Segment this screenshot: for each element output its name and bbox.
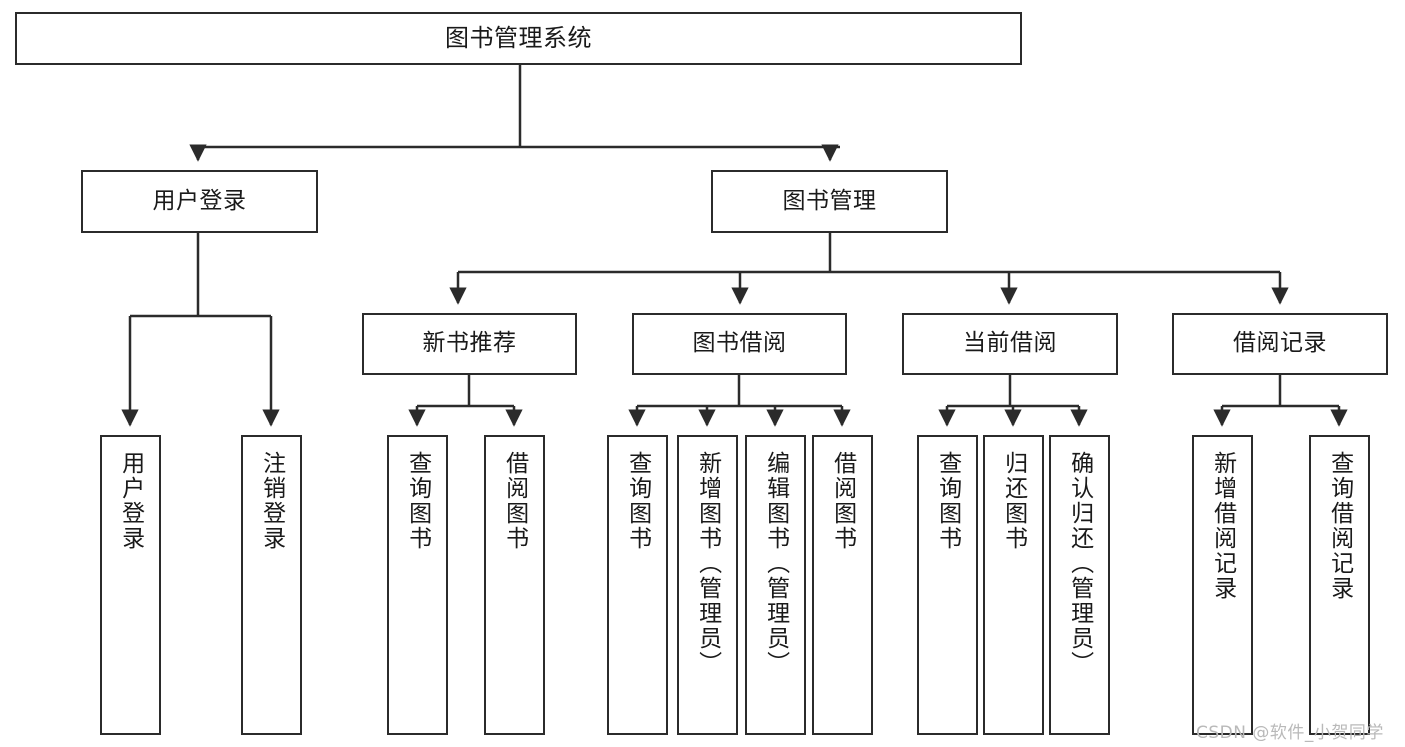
- node-label: 用户登录: [152, 187, 247, 214]
- leaf-borrow-query-books[interactable]: 查询图书: [607, 435, 668, 735]
- leaf-current-return-books[interactable]: 归还图书: [983, 435, 1044, 735]
- leaf-records-add-record[interactable]: 新增借阅记录: [1192, 435, 1253, 735]
- node-book-borrow[interactable]: 图书借阅: [632, 313, 847, 375]
- node-current-borrow[interactable]: 当前借阅: [902, 313, 1118, 375]
- node-root-system[interactable]: 图书管理系统: [15, 12, 1022, 65]
- node-label: 查询图书: [404, 451, 431, 551]
- node-label: 确认归还（管理员）: [1066, 451, 1093, 676]
- node-label: 图书借阅: [692, 330, 787, 357]
- node-label: 新增借阅记录: [1209, 451, 1236, 601]
- node-label: 图书管理系统: [445, 24, 592, 53]
- node-label: 查询借阅记录: [1326, 451, 1353, 601]
- node-label: 编辑图书（管理员）: [762, 451, 789, 676]
- node-label: 注销登录: [258, 451, 285, 551]
- node-label: 归还图书: [1000, 451, 1027, 551]
- node-new-book-recommend[interactable]: 新书推荐: [362, 313, 577, 375]
- leaf-borrow-add-book-admin[interactable]: 新增图书（管理员）: [677, 435, 738, 735]
- node-label: 图书管理: [782, 187, 877, 214]
- leaf-borrow-edit-book-admin[interactable]: 编辑图书（管理员）: [745, 435, 806, 735]
- leaf-records-query-record[interactable]: 查询借阅记录: [1309, 435, 1370, 735]
- node-user-login[interactable]: 用户登录: [81, 170, 318, 233]
- leaf-current-query-books[interactable]: 查询图书: [917, 435, 978, 735]
- leaf-current-confirm-return-admin[interactable]: 确认归还（管理员）: [1049, 435, 1110, 735]
- node-label: 查询图书: [934, 451, 961, 551]
- leaf-newbook-query-books[interactable]: 查询图书: [387, 435, 448, 735]
- node-book-management[interactable]: 图书管理: [711, 170, 948, 233]
- node-label: 借阅图书: [501, 451, 528, 551]
- leaf-user-login[interactable]: 用户登录: [100, 435, 161, 735]
- node-label: 查询图书: [624, 451, 651, 551]
- leaf-newbook-borrow-books[interactable]: 借阅图书: [484, 435, 545, 735]
- node-label: 新书推荐: [422, 330, 517, 357]
- node-label: 用户登录: [117, 451, 144, 551]
- leaf-borrow-borrow-books[interactable]: 借阅图书: [812, 435, 873, 735]
- leaf-user-logout[interactable]: 注销登录: [241, 435, 302, 735]
- node-borrow-records[interactable]: 借阅记录: [1172, 313, 1388, 375]
- csdn-watermark: CSDN @软件_小贺同学: [1196, 723, 1384, 743]
- node-label: 借阅记录: [1233, 330, 1327, 357]
- node-label: 新增图书（管理员）: [694, 451, 721, 676]
- node-label: 借阅图书: [829, 451, 856, 551]
- node-label: 当前借阅: [963, 330, 1057, 357]
